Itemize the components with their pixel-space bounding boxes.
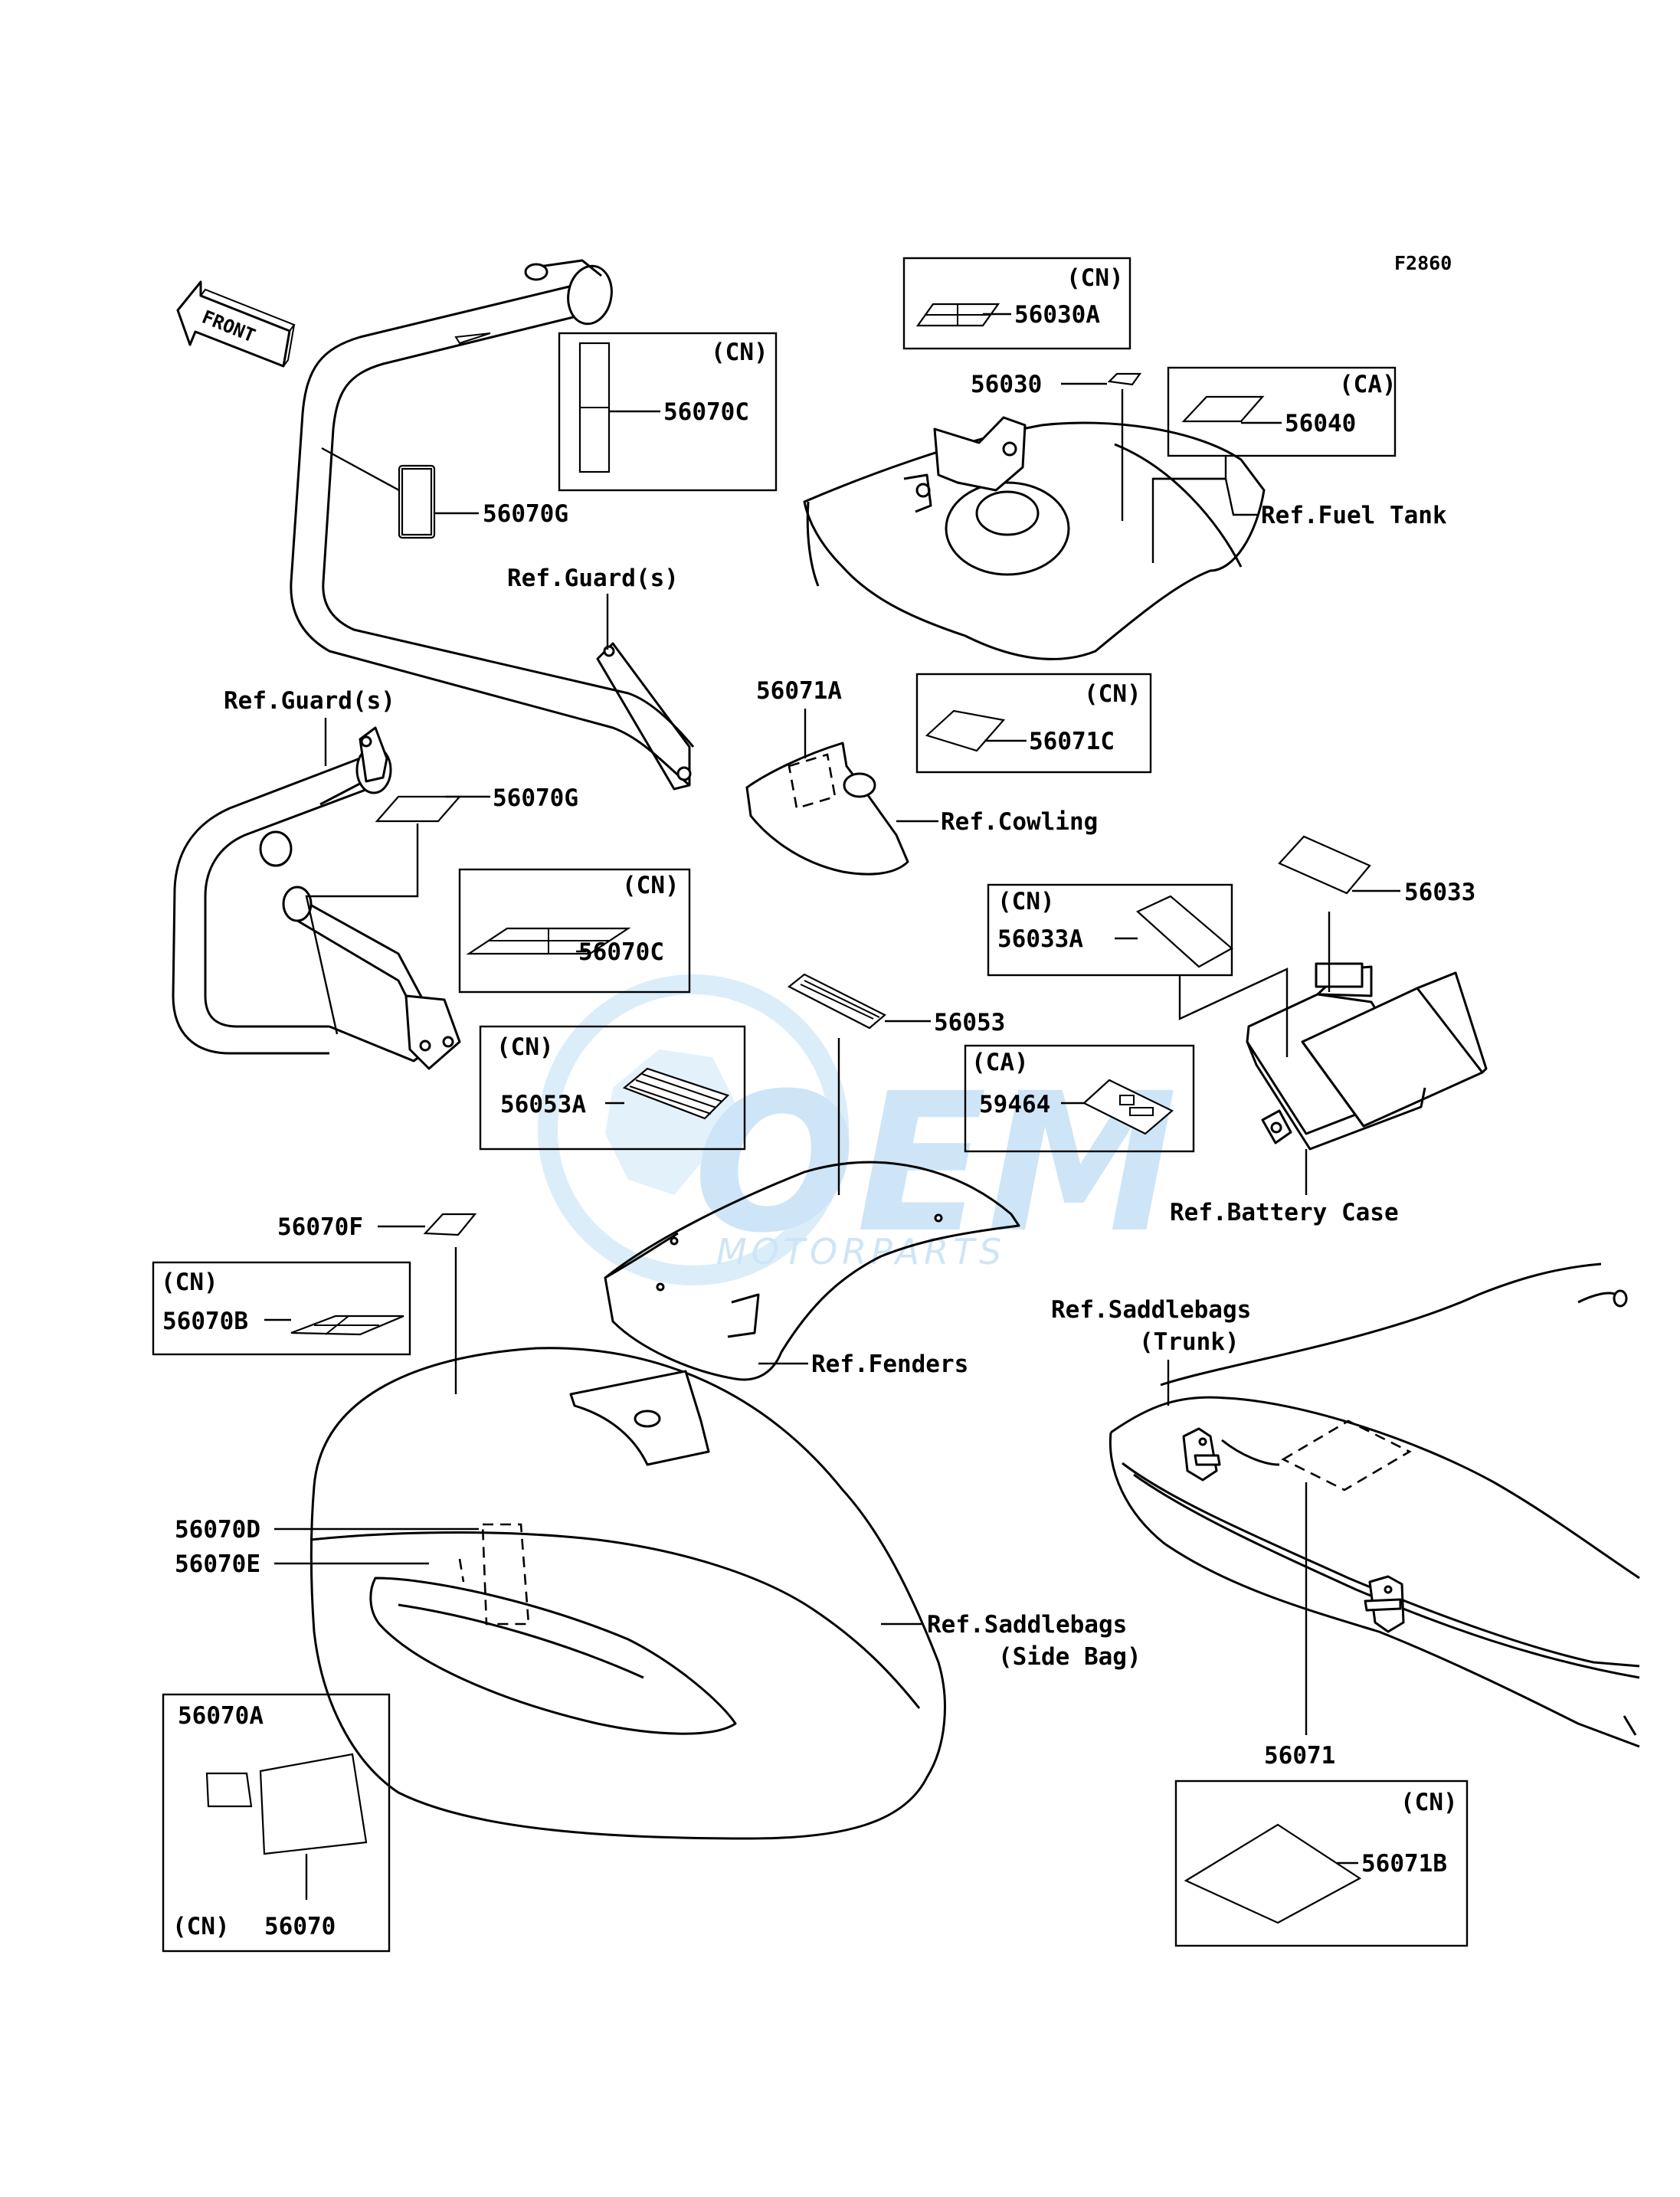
part-56070A: 56070A bbox=[178, 1702, 264, 1730]
part-56070G-mid: 56070G bbox=[493, 784, 578, 812]
ref-fuel-tank-label: Ref.Fuel Tank bbox=[1261, 502, 1447, 529]
part-56070B: 56070B bbox=[162, 1308, 248, 1335]
ref-cowling: Ref.Cowling bbox=[896, 808, 1098, 836]
decal-56070G-mid: 56070G bbox=[305, 784, 578, 1035]
ref-battery-case-label: Ref.Battery Case bbox=[1170, 1199, 1399, 1226]
ref-fenders: Ref.Fenders bbox=[758, 1351, 968, 1378]
part-56053A: 56053A bbox=[500, 1091, 586, 1118]
ref-fuel-tank: Ref.Fuel Tank bbox=[1153, 477, 1447, 529]
ref-saddlebags-trunk-label-2: (Trunk) bbox=[1139, 1328, 1240, 1356]
label-56033: 56033 bbox=[1278, 835, 1475, 992]
part-56030: 56030 bbox=[971, 371, 1042, 398]
saddlebag-side bbox=[309, 1347, 946, 1840]
fuel-tank bbox=[803, 416, 1266, 660]
region-tag-cn: (CN) bbox=[1084, 680, 1141, 708]
part-56040: 56040 bbox=[1285, 410, 1356, 437]
label-56030: 56030 bbox=[971, 371, 1142, 521]
callout-box-56030A: (CN) 56030A bbox=[902, 257, 1131, 350]
battery-case bbox=[1246, 962, 1488, 1151]
label-56071A: 56071A bbox=[756, 677, 842, 758]
part-59464: 59464 bbox=[979, 1091, 1050, 1118]
ref-guard-left: Ref.Guard(s) bbox=[224, 687, 395, 766]
part-56030A: 56030A bbox=[1014, 301, 1100, 329]
part-56071C: 56071C bbox=[1029, 728, 1115, 755]
region-tag-ca: (CA) bbox=[971, 1049, 1029, 1076]
decal-56070G-top: 56070G bbox=[321, 447, 568, 539]
ref-saddlebags-trunk-label: Ref.Saddlebags bbox=[1051, 1296, 1251, 1324]
saddlebag-trunk bbox=[1109, 1262, 1640, 1748]
label-56070E: 56070E bbox=[175, 1550, 429, 1578]
region-tag-cn: (CN) bbox=[161, 1269, 218, 1296]
region-tag-cn: (CN) bbox=[711, 339, 768, 366]
callout-box-56070C-mid: (CN) 56070C bbox=[458, 868, 691, 994]
region-tag-cn: (CN) bbox=[172, 1913, 230, 1940]
label-56070F: 56070F bbox=[277, 1213, 477, 1394]
part-56070G-top: 56070G bbox=[483, 500, 568, 528]
ref-guard-top: Ref.Guard(s) bbox=[507, 565, 679, 650]
part-56070E: 56070E bbox=[175, 1550, 260, 1578]
region-tag-cn: (CN) bbox=[1400, 1789, 1458, 1816]
callout-box-56053A: (CN) 56053A bbox=[479, 1025, 746, 1151]
label-56070D: 56070D bbox=[175, 1516, 479, 1544]
part-56071: 56071 bbox=[1264, 1742, 1335, 1770]
callout-box-56070C-top: (CN) 56070C bbox=[558, 332, 778, 492]
callout-box-56071B: (CN) 56071B bbox=[1174, 1780, 1469, 1947]
region-tag-cn: (CN) bbox=[496, 1033, 554, 1061]
part-56033A: 56033A bbox=[997, 925, 1083, 953]
ref-guard-left-label: Ref.Guard(s) bbox=[224, 687, 395, 715]
part-56070C-top: 56070C bbox=[663, 398, 749, 426]
lower-engine-guard bbox=[172, 726, 461, 1070]
callout-box-59464: (CA) 59464 bbox=[964, 1044, 1195, 1153]
callout-box-56071C: (CN) 56071C bbox=[915, 673, 1152, 774]
part-56070F: 56070F bbox=[277, 1213, 363, 1241]
cowling bbox=[745, 742, 909, 876]
watermark-brand: OEM bbox=[693, 1052, 1177, 1275]
part-56070C-mid: 56070C bbox=[578, 938, 664, 966]
ref-cowling-label: Ref.Cowling bbox=[941, 808, 1098, 836]
callout-box-56040: (CA) 56040 bbox=[1151, 366, 1397, 563]
rear-fender bbox=[604, 1161, 1020, 1381]
callout-box-56070B: (CN) 56070B bbox=[152, 1261, 411, 1356]
part-56070: 56070 bbox=[264, 1913, 336, 1940]
ref-fenders-label: Ref.Fenders bbox=[811, 1351, 968, 1378]
part-56070D: 56070D bbox=[175, 1516, 260, 1544]
ref-saddlebags-trunk: Ref.Saddlebags (Trunk) bbox=[1051, 1296, 1251, 1406]
label-56053: 56053 bbox=[787, 973, 1005, 1195]
region-tag-ca: (CA) bbox=[1339, 371, 1397, 398]
label-56071: 56071 bbox=[1264, 1482, 1335, 1770]
ref-saddlebags-side: Ref.Saddlebags (Side Bag) bbox=[881, 1611, 1141, 1671]
region-tag-cn: (CN) bbox=[1066, 264, 1124, 292]
ref-saddlebags-side-label-2: (Side Bag) bbox=[998, 1643, 1141, 1671]
upper-engine-guard bbox=[290, 259, 695, 791]
watermark-tagline: MOTORPARTS bbox=[716, 1231, 1006, 1272]
ref-battery-case: Ref.Battery Case bbox=[1170, 1149, 1399, 1226]
callout-box-56033A: (CN) 56033A bbox=[987, 883, 1289, 1057]
region-tag-cn: (CN) bbox=[997, 888, 1055, 915]
part-56033: 56033 bbox=[1404, 879, 1475, 906]
figure-code: F2860 bbox=[1394, 252, 1452, 274]
ref-guard-top-label: Ref.Guard(s) bbox=[507, 565, 679, 592]
part-56053: 56053 bbox=[934, 1009, 1005, 1036]
part-56071B: 56071B bbox=[1361, 1850, 1447, 1878]
callout-box-56070A: 56070A (CN) 56070 bbox=[162, 1693, 391, 1953]
front-direction-arrow: FRONT bbox=[176, 280, 296, 368]
part-56071A: 56071A bbox=[756, 677, 842, 705]
oem-motorparts-watermark: OEM MOTORPARTS bbox=[538, 974, 1177, 1285]
ref-saddlebags-side-label: Ref.Saddlebags bbox=[927, 1611, 1127, 1639]
region-tag-cn: (CN) bbox=[622, 872, 680, 899]
